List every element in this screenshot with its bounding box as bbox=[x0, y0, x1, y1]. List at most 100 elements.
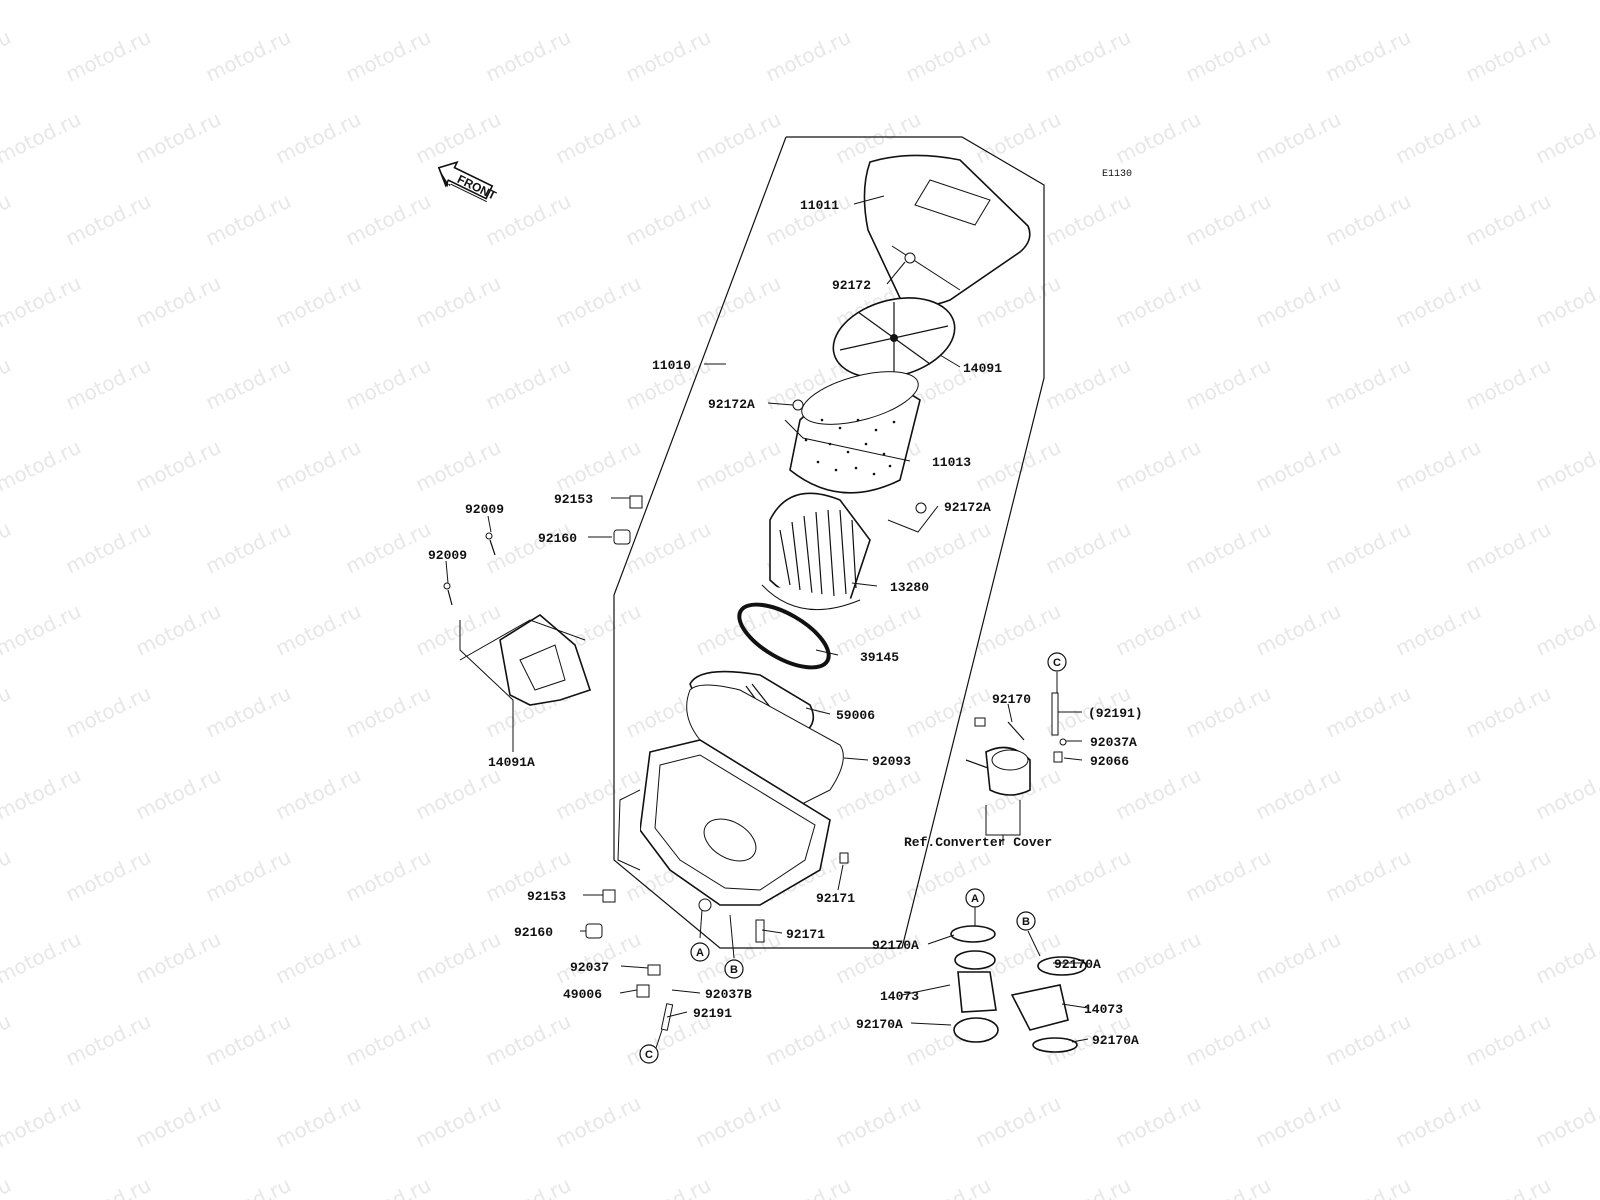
watermark-text: motod.ru bbox=[1252, 927, 1345, 989]
watermark-text: motod.ru bbox=[1392, 927, 1485, 989]
watermark-text: motod.ru bbox=[622, 1173, 715, 1200]
watermark-text: motod.ru bbox=[62, 189, 155, 251]
watermark-text: motod.ru bbox=[202, 517, 295, 579]
watermark-text: motod.ru bbox=[0, 353, 15, 415]
watermark-text: motod.ru bbox=[1182, 189, 1275, 251]
watermark-text: motod.ru bbox=[202, 353, 295, 415]
watermark-text: motod.ru bbox=[0, 763, 85, 825]
watermark-text: motod.ru bbox=[132, 927, 225, 989]
watermark-text: motod.ru bbox=[692, 435, 785, 497]
watermark-text: motod.ru bbox=[482, 1009, 575, 1071]
watermark-text: motod.ru bbox=[1252, 435, 1345, 497]
marker-a-left: A bbox=[690, 942, 710, 962]
watermark-text: motod.ru bbox=[132, 599, 225, 661]
watermark-text: motod.ru bbox=[902, 681, 995, 743]
watermark-text: motod.ru bbox=[972, 1091, 1065, 1153]
watermark-text: motod.ru bbox=[1322, 189, 1415, 251]
watermark-text: motod.ru bbox=[0, 0, 85, 4]
watermark-text: motod.ru bbox=[272, 927, 365, 989]
watermark-text: motod.ru bbox=[412, 927, 505, 989]
watermark-text: motod.ru bbox=[272, 0, 365, 4]
watermark-text: motod.ru bbox=[0, 189, 15, 251]
watermark-text: motod.ru bbox=[482, 189, 575, 251]
watermark-text: motod.ru bbox=[0, 681, 15, 743]
watermark-text: motod.ru bbox=[342, 517, 435, 579]
watermark-text: motod.ru bbox=[1112, 599, 1205, 661]
watermark-text: motod.ru bbox=[1182, 1173, 1275, 1200]
watermark-text: motod.ru bbox=[1112, 927, 1205, 989]
svg-text:A: A bbox=[971, 893, 979, 905]
watermark-text: motod.ru bbox=[622, 189, 715, 251]
watermark-text: motod.ru bbox=[1462, 25, 1555, 87]
watermark-text: motod.ru bbox=[1532, 271, 1600, 333]
watermark-text: motod.ru bbox=[762, 1173, 855, 1200]
watermark-text: motod.ru bbox=[1392, 271, 1485, 333]
svg-text:B: B bbox=[730, 964, 738, 976]
watermark-text: motod.ru bbox=[0, 599, 85, 661]
watermark-text: motod.ru bbox=[62, 353, 155, 415]
watermark-text: motod.ru bbox=[1532, 1091, 1600, 1153]
watermark-text: motod.ru bbox=[762, 1009, 855, 1071]
watermark-text: motod.ru bbox=[1182, 845, 1275, 907]
watermark-text: motod.ru bbox=[62, 681, 155, 743]
callout-92172: 92172 bbox=[832, 278, 871, 293]
watermark-text: motod.ru bbox=[1322, 681, 1415, 743]
watermark-text: motod.ru bbox=[552, 107, 645, 169]
watermark-text: motod.ru bbox=[1462, 517, 1555, 579]
watermark-text: motod.ru bbox=[342, 681, 435, 743]
callout-92153: 92153 bbox=[527, 889, 566, 904]
watermark-text: motod.ru bbox=[482, 1173, 575, 1200]
watermark-text: motod.ru bbox=[0, 1009, 15, 1071]
watermark-text: motod.ru bbox=[832, 763, 925, 825]
watermark-text: motod.ru bbox=[1532, 763, 1600, 825]
watermark-text: motod.ru bbox=[762, 25, 855, 87]
watermark-text: motod.ru bbox=[202, 25, 295, 87]
converter-cover-part bbox=[965, 746, 1031, 796]
callout-92172A: 92172A bbox=[944, 500, 991, 515]
watermark-text: motod.ru bbox=[62, 25, 155, 87]
watermark-text: motod.ru bbox=[202, 681, 295, 743]
callout-92009: 92009 bbox=[428, 548, 467, 563]
watermark-text: motod.ru bbox=[1112, 107, 1205, 169]
watermark-text: motod.ru bbox=[1462, 681, 1555, 743]
watermark-text: motod.ru bbox=[342, 1009, 435, 1071]
watermark-text: motod.ru bbox=[1182, 681, 1275, 743]
watermark-text: motod.ru bbox=[902, 1173, 995, 1200]
callout-92153: 92153 bbox=[554, 492, 593, 507]
watermark-text: motod.ru bbox=[1042, 189, 1135, 251]
svg-text:B: B bbox=[1022, 916, 1030, 928]
watermark-text: motod.ru bbox=[1252, 1091, 1345, 1153]
callout-14073: 14073 bbox=[1084, 1002, 1123, 1017]
watermark-text: motod.ru bbox=[412, 107, 505, 169]
air-cleaner-cover bbox=[863, 154, 1031, 307]
svg-text:C: C bbox=[645, 1049, 653, 1061]
watermark-text: motod.ru bbox=[1182, 1009, 1275, 1071]
watermark-text: motod.ru bbox=[972, 107, 1065, 169]
leader-lines bbox=[445, 195, 1089, 1049]
callout-92037B: 92037B bbox=[705, 987, 752, 1002]
callout-14091: 14091 bbox=[963, 361, 1002, 376]
duct-hose-left bbox=[950, 925, 999, 1043]
watermark-text: motod.ru bbox=[62, 845, 155, 907]
callout-92171: 92171 bbox=[786, 927, 825, 942]
callout-92009: 92009 bbox=[465, 502, 504, 517]
watermark-text: motod.ru bbox=[202, 1173, 295, 1200]
watermark-text: motod.ru bbox=[62, 517, 155, 579]
watermark-text: motod.ru bbox=[1462, 1009, 1555, 1071]
callout-92037A: 92037A bbox=[1090, 735, 1137, 750]
callout-59006: 59006 bbox=[836, 708, 875, 723]
watermark-text: motod.ru bbox=[972, 271, 1065, 333]
callout-92160: 92160 bbox=[514, 925, 553, 940]
gasket-ring bbox=[737, 602, 831, 670]
watermark-text: motod.ru bbox=[972, 599, 1065, 661]
callout-92066: 92066 bbox=[1090, 754, 1129, 769]
watermark-text: motod.ru bbox=[622, 517, 715, 579]
watermark-text: motod.ru bbox=[1392, 107, 1485, 169]
watermark-text: motod.ru bbox=[0, 107, 85, 169]
watermark-text: motod.ru bbox=[1042, 25, 1135, 87]
watermark-text: motod.ru bbox=[1532, 0, 1600, 4]
watermark-text: motod.ru bbox=[272, 271, 365, 333]
callout-92037: 92037 bbox=[570, 960, 609, 975]
watermark-text: motod.ru bbox=[902, 517, 995, 579]
watermark-text: motod.ru bbox=[342, 845, 435, 907]
